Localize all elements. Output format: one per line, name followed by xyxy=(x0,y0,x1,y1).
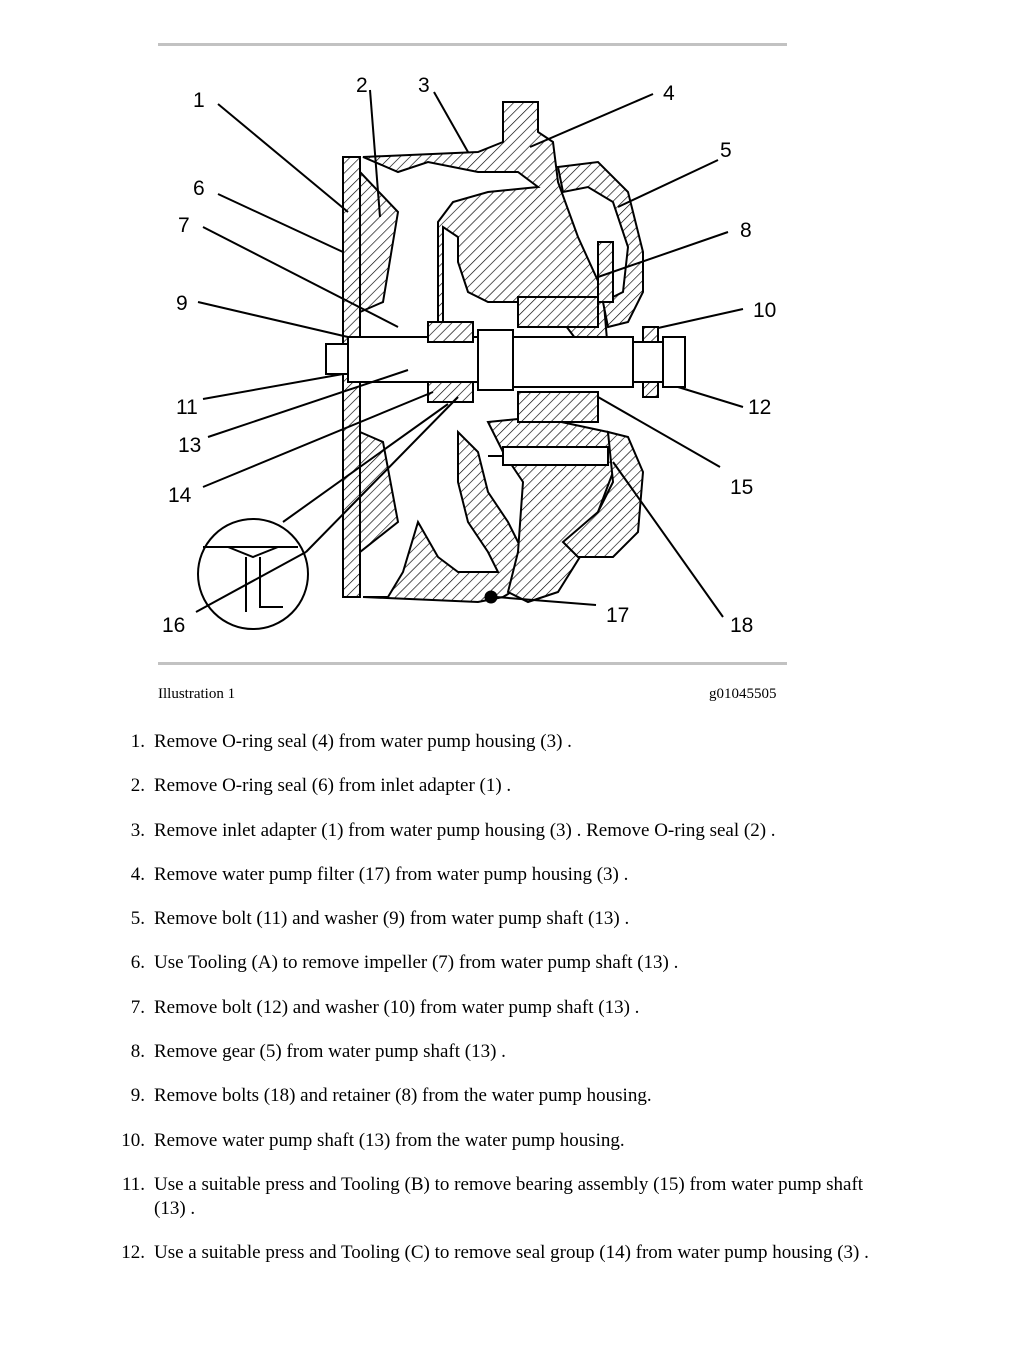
step-item: 11. Use a suitable press and Tooling (B) … xyxy=(0,1173,899,1221)
step-number: 4. xyxy=(130,863,145,885)
procedure-steps: 1. Remove O-ring seal (4) from water pump… xyxy=(0,730,1024,1286)
step-number: 2. xyxy=(130,775,145,797)
step-text: Remove water pump shaft (13) from the wa… xyxy=(154,1129,625,1151)
callout-4: 4 xyxy=(663,82,675,105)
step-text: Remove inlet adapter (1) from water pump… xyxy=(154,819,776,841)
step-text: Remove bolt (11) and washer (9) from wat… xyxy=(154,908,630,930)
callout-11: 11 xyxy=(176,396,198,419)
step-text: Use a suitable press and Tooling (C) to … xyxy=(154,1242,869,1264)
callout-5: 5 xyxy=(720,139,732,162)
callout-14: 14 xyxy=(168,484,192,507)
step-number: 3. xyxy=(130,819,145,841)
step-text: Remove O-ring seal (6) from inlet adapte… xyxy=(154,775,512,797)
step-number: 12. xyxy=(121,1242,145,1264)
water-pump-cross-section-illustration: 1 2 3 4 5 6 7 8 9 10 11 12 13 14 15 16 1… xyxy=(158,52,787,658)
step-text: Remove bolt (12) and washer (10) from wa… xyxy=(154,996,640,1018)
callout-3: 3 xyxy=(418,74,430,97)
step-item: 7. Remove bolt (12) and washer (10) from … xyxy=(0,996,899,1020)
leader-lines xyxy=(195,89,744,618)
step-item: 2. Remove O-ring seal (6) from inlet adap… xyxy=(0,774,899,798)
step-number: 11. xyxy=(121,1173,145,1195)
step-item: 3. Remove inlet adapter (1) from water pu… xyxy=(0,819,899,843)
step-item: 1. Remove O-ring seal (4) from water pump… xyxy=(0,730,899,754)
callout-numbers: 1 2 3 4 5 6 7 8 9 10 11 12 13 14 15 16 1… xyxy=(162,74,776,637)
step-text: Remove water pump filter (17) from water… xyxy=(154,863,629,885)
step-item: 12. Use a suitable press and Tooling (C) … xyxy=(0,1241,899,1265)
callout-17: 17 xyxy=(606,604,629,627)
callout-13: 13 xyxy=(178,434,201,457)
step-item: 4. Remove water pump filter (17) from wat… xyxy=(0,863,899,887)
step-item: 10. Remove water pump shaft (13) from the… xyxy=(0,1129,899,1153)
step-item: 8. Remove gear (5) from water pump shaft … xyxy=(0,1040,899,1064)
detail-circle xyxy=(197,518,309,630)
step-number: 1. xyxy=(130,731,145,752)
shaft-drawing xyxy=(325,329,686,466)
step-number: 5. xyxy=(130,908,145,930)
figure-bottom-rule xyxy=(158,662,787,665)
step-text: Use Tooling (A) to remove impeller (7) f… xyxy=(154,952,679,974)
illustration-id: g01045505 xyxy=(709,686,777,702)
step-text: Remove bolts (18) and retainer (8) from … xyxy=(154,1085,652,1107)
step-item: 6. Use Tooling (A) to remove impeller (7)… xyxy=(0,951,899,975)
step-number: 9. xyxy=(130,1085,145,1107)
step-number: 6. xyxy=(130,952,145,974)
callout-18: 18 xyxy=(730,614,753,637)
bearing-drawing xyxy=(427,296,599,423)
step-number: 7. xyxy=(130,996,145,1018)
step-item: 9. Remove bolts (18) and retainer (8) fro… xyxy=(0,1084,899,1108)
callout-10: 10 xyxy=(753,299,776,322)
callout-1: 1 xyxy=(193,89,205,112)
callout-2: 2 xyxy=(356,74,368,97)
callout-12: 12 xyxy=(748,396,771,419)
figure-top-rule xyxy=(158,43,787,46)
callout-9: 9 xyxy=(176,292,188,315)
step-item: 5. Remove bolt (11) and washer (9) from w… xyxy=(0,907,899,931)
step-text: Use a suitable press and Tooling (B) to … xyxy=(154,1173,864,1219)
step-text: Remove O-ring seal (4) from water pump h… xyxy=(154,731,572,752)
illustration-caption: Illustration 1 xyxy=(158,686,236,702)
callout-15: 15 xyxy=(730,476,753,499)
step-number: 8. xyxy=(130,1041,145,1063)
callout-7: 7 xyxy=(178,214,190,237)
step-number: 10. xyxy=(121,1129,145,1151)
step-text: Remove gear (5) from water pump shaft (1… xyxy=(154,1041,506,1063)
callout-8: 8 xyxy=(740,219,752,242)
callout-6: 6 xyxy=(193,177,205,200)
callout-16: 16 xyxy=(162,614,185,637)
